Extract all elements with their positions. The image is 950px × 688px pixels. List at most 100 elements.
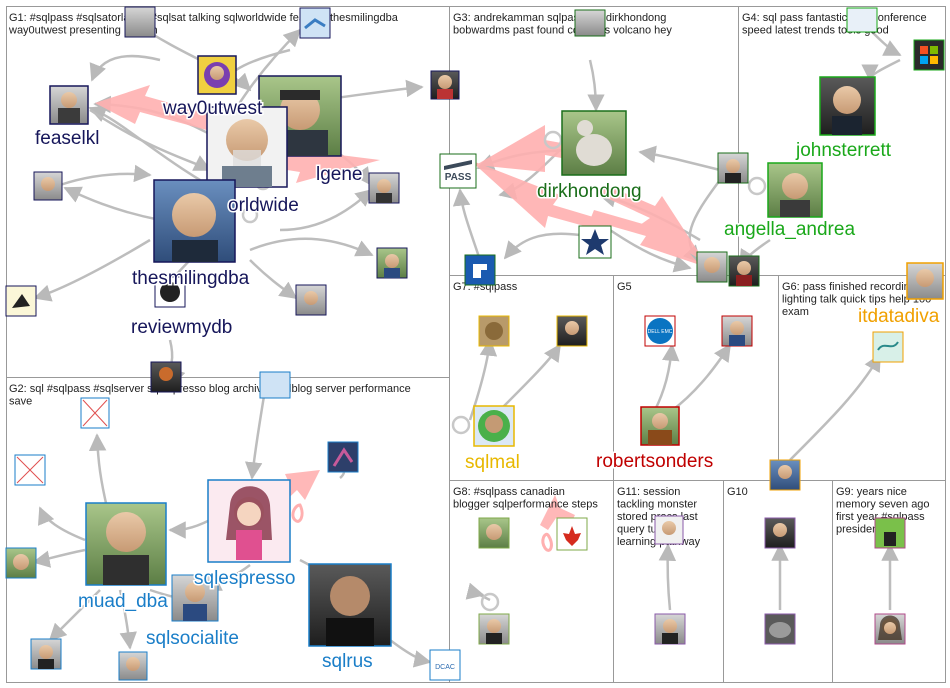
avatar-g9-bottom[interactable] — [874, 613, 906, 645]
avatar-g9-top[interactable] — [874, 517, 906, 549]
panel-title-g2-line-1: G2: sql #sqlpass #sqlserver sqlespresso … — [9, 383, 411, 395]
avatar-g7-cat[interactable] — [478, 315, 510, 347]
avatar-g1-right-3[interactable] — [376, 247, 408, 279]
panel-title-g11-line-2: tackling monster — [617, 499, 697, 511]
avatar-feaselkl[interactable] — [49, 85, 89, 125]
avatar-g1-left-2[interactable] — [5, 285, 37, 317]
panel-title-g11-line-1: G11: session — [617, 486, 680, 498]
avatar-microsoft[interactable] — [913, 39, 945, 71]
panel-title-g9-line-2: memory seven ago — [836, 499, 930, 511]
avatar-g3-right-1[interactable] — [717, 152, 749, 184]
node-label-angella-andrea[interactable]: angella_andrea — [723, 218, 857, 242]
avatar-sqlmal[interactable] — [473, 405, 515, 447]
panel-title-g1-line-1: G1: #sqlpass #sqlsatorlando #sqlsat talk… — [9, 12, 399, 24]
node-label-sqlespresso[interactable]: sqlespresso — [193, 567, 297, 591]
avatar-g11-top[interactable] — [654, 515, 684, 545]
avatar-sqlsocialite[interactable] — [171, 574, 219, 622]
avatar-cowboys[interactable] — [578, 225, 612, 259]
avatar-g8-left[interactable] — [478, 517, 510, 549]
avatar-sqlrus[interactable] — [308, 563, 392, 647]
avatar-muad_dba[interactable] — [85, 502, 167, 586]
avatar-g1-right-2[interactable] — [368, 172, 400, 204]
avatar-g2-bottom-1[interactable] — [30, 638, 62, 670]
avatar-g1-left-1[interactable] — [33, 171, 63, 201]
pink-small-edges — [291, 503, 553, 552]
avatar-g3-right-2[interactable] — [696, 251, 728, 283]
avatar-sqlespresso[interactable] — [207, 479, 291, 563]
node-label-sqlmal[interactable]: sqlmal — [464, 451, 522, 475]
panel-g5-border — [613, 275, 779, 481]
avatar-twitter-blue[interactable] — [299, 7, 331, 39]
node-label-gene[interactable]: lgene — [315, 163, 365, 187]
panel-g8-border — [449, 480, 614, 683]
panel-title-g8-line-2: blogger sqlperformance steps — [453, 499, 598, 511]
avatar-dirkhondong[interactable] — [561, 110, 627, 176]
avatar-missing-1[interactable] — [80, 397, 110, 429]
avatar-g3-top[interactable] — [574, 9, 606, 37]
panel-title-g6-line-2: lighting talk quick tips help 100 — [782, 294, 931, 306]
panel-title-g6-line-3: exam — [782, 306, 809, 318]
panel-title-g8-line-1: G8: #sqlpass canadian — [453, 486, 565, 498]
panel-title-g9-line-1: G9: years nice — [836, 486, 907, 498]
node-label-dirkhondong[interactable]: dirkhondong — [536, 180, 644, 204]
avatar-g8-bottom[interactable] — [478, 613, 510, 645]
avatar-g1-right-4[interactable] — [295, 284, 327, 316]
panel-borders — [6, 6, 946, 683]
avatar-g1-right-top[interactable] — [430, 70, 460, 100]
node-label-sqlrus[interactable]: sqlrus — [321, 650, 375, 674]
avatar-g3-right-3[interactable] — [728, 255, 760, 287]
avatar-g4-top[interactable] — [846, 7, 878, 33]
avatar-missing-2[interactable] — [14, 454, 46, 486]
panel-title-g2-line-2: save — [9, 396, 32, 408]
avatar-g2-bottom-2[interactable] — [118, 651, 148, 681]
avatar-top-center[interactable] — [124, 6, 156, 38]
panel-title-g10-line-1: G10 — [727, 486, 748, 498]
avatar-way0utwest[interactable] — [197, 55, 237, 95]
avatar-sqlworldwide[interactable] — [206, 106, 288, 188]
avatar-g10-top[interactable] — [764, 517, 796, 549]
avatar-dcac[interactable]: DCAC — [429, 649, 461, 681]
avatar-thesmilingdba[interactable] — [153, 179, 236, 263]
avatar-angella_andrea[interactable] — [767, 162, 823, 218]
avatar-g6-bottom[interactable] — [769, 459, 801, 491]
avatar-pass-canada[interactable] — [556, 517, 588, 551]
dell-emc-logo-text: DELL EMC — [648, 329, 673, 335]
avatar-g7-right[interactable] — [556, 315, 588, 347]
avatar-dell-emc[interactable]: DELL EMC — [644, 315, 676, 347]
avatar-g3-blue[interactable] — [464, 254, 496, 286]
avatar-g11-bottom[interactable] — [654, 613, 686, 645]
avatars: DCAC PASS — [5, 6, 945, 681]
node-label-sqlsocialite[interactable]: sqlsocialite — [145, 627, 241, 651]
node-label-feaselkl[interactable]: feaselkl — [34, 127, 101, 151]
avatar-g2-left[interactable] — [5, 547, 37, 579]
avatar-g5-right[interactable] — [721, 315, 753, 347]
dcac-logo-text: DCAC — [435, 664, 455, 671]
avatar-g1-bottom[interactable] — [150, 361, 182, 393]
avatar-g2-top[interactable] — [259, 371, 291, 399]
avatar-itdatadiva[interactable] — [906, 262, 944, 300]
pass-logo-text: PASS — [445, 172, 472, 183]
node-label-itdatadiva[interactable]: itdatadiva — [857, 305, 942, 329]
panel-title-g3-line-1: G3: andrekamman sqlpass_de dirkhondong — [453, 12, 666, 24]
avatar-g2-right[interactable] — [327, 441, 359, 473]
node-label-johnsterrett[interactable]: johnsterrett — [794, 139, 894, 163]
node-label-robertsonders[interactable]: robertsonders — [595, 450, 715, 474]
panel-title-g1-line-2: way0utwest presenting person — [8, 25, 158, 37]
avatar-g10-bottom[interactable] — [764, 613, 796, 645]
node-label-reviewmydb[interactable]: reviewmydb — [130, 316, 234, 340]
panel-title-g5-line-1: G5 — [617, 281, 632, 293]
avatar-reviewmydb[interactable] — [154, 276, 186, 308]
node-label-thesmilingdba[interactable]: thesmilingdba — [131, 267, 252, 291]
node-label-way0utwest[interactable]: way0utwest — [161, 97, 265, 121]
node-label-muad-dba[interactable]: muad_dba — [77, 590, 170, 614]
panel-title-g3-line-2: bobwardms past found cd slides volcano h… — [453, 25, 672, 37]
node-label-sqlworldwide[interactable]: orldwide — [227, 194, 301, 218]
avatar-pass-logo[interactable]: PASS — [439, 153, 477, 189]
avatar-g6-map[interactable] — [872, 331, 904, 363]
panel-title-g6-line-1: G6: pass finished recording — [782, 281, 916, 293]
avatar-johnsterrett[interactable] — [819, 76, 876, 136]
node-labels: feaselkl way0utwest lgene orldwide thesmilin… — [34, 97, 942, 674]
avatar-robertsonders[interactable] — [640, 406, 680, 446]
